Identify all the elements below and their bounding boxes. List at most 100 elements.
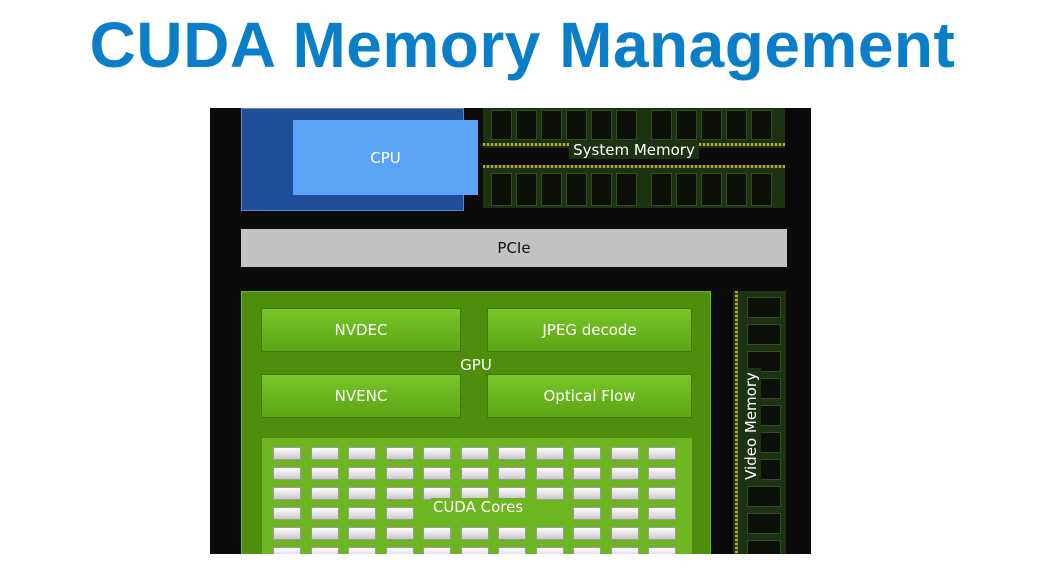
cuda-core: [610, 447, 639, 460]
cuda-core: [573, 487, 601, 500]
cuda-core: [460, 447, 489, 460]
cuda-core: [348, 507, 376, 520]
cuda-core: [648, 487, 676, 500]
memory-chip: [751, 110, 772, 140]
cuda-core: [535, 547, 564, 554]
system-memory-label-wrap: System Memory: [483, 140, 785, 160]
cuda-core: [310, 507, 339, 520]
cuda-core: [460, 527, 489, 540]
cuda-core: [273, 527, 301, 540]
memory-chip: [676, 110, 697, 140]
cuda-core: [385, 547, 414, 554]
system-memory-module-top: [483, 108, 785, 148]
cuda-core: [498, 467, 526, 480]
cpu-label: CPU: [293, 120, 478, 195]
cuda-core: [460, 467, 489, 480]
memory-chip: [701, 173, 722, 206]
cuda-core: [535, 527, 564, 540]
video-memory-chip: [747, 486, 781, 507]
memory-chip: [541, 173, 562, 206]
cuda-cores-block: CUDA Cores: [261, 437, 693, 554]
memory-chip: [591, 110, 612, 140]
memory-chip: [701, 110, 722, 140]
memory-chip: [616, 110, 637, 140]
cuda-core: [310, 467, 339, 480]
cuda-core: [273, 487, 301, 500]
memory-chip: [726, 173, 747, 206]
cuda-core: [423, 547, 451, 554]
cuda-core: [648, 507, 676, 520]
memory-chip: [516, 173, 537, 206]
cuda-core: [460, 547, 489, 554]
cuda-core: [498, 487, 526, 500]
memory-chip: [751, 173, 772, 206]
memory-chip: [651, 173, 672, 206]
memory-chip: [566, 173, 587, 206]
memory-chip: [591, 173, 612, 206]
cuda-core: [310, 487, 339, 500]
nvenc-engine: NVENC: [261, 374, 461, 418]
cuda-core: [460, 487, 489, 500]
architecture-diagram: CPU System Memory PCIe NVDEC JPEG decode…: [210, 108, 811, 554]
cuda-core: [535, 487, 564, 500]
memory-chip: [491, 173, 512, 206]
cuda-core: [498, 527, 526, 540]
cuda-core: [385, 487, 414, 500]
cuda-core: [535, 447, 564, 460]
cuda-core: [573, 467, 601, 480]
cuda-core: [648, 447, 676, 460]
cuda-core: [348, 487, 376, 500]
memory-chip: [651, 110, 672, 140]
cuda-core: [498, 447, 526, 460]
cpu-block: CPU: [241, 108, 478, 211]
memory-chip: [726, 110, 747, 140]
cuda-cores-label: CUDA Cores: [430, 498, 526, 516]
cuda-core: [385, 507, 414, 520]
cuda-core: [610, 467, 639, 480]
memory-chip: [566, 110, 587, 140]
cuda-core: [385, 527, 414, 540]
cuda-core: [310, 527, 339, 540]
cuda-core: [423, 527, 451, 540]
memory-chip: [516, 110, 537, 140]
cuda-core: [348, 527, 376, 540]
memory-chip: [676, 173, 697, 206]
video-memory-chip: [747, 297, 781, 318]
memory-chip: [616, 173, 637, 206]
jpeg-decode-engine: JPEG decode: [487, 308, 692, 352]
gpu-label: GPU: [460, 356, 492, 374]
video-memory-chip: [747, 540, 781, 554]
cuda-core: [385, 447, 414, 460]
cuda-core: [348, 547, 376, 554]
video-memory-chip: [747, 513, 781, 534]
nvdec-engine: NVDEC: [261, 308, 461, 352]
memory-chip: [541, 110, 562, 140]
page-title: CUDA Memory Management: [89, 9, 956, 81]
cuda-core: [573, 547, 601, 554]
cuda-core: [610, 507, 639, 520]
cuda-core: [348, 447, 376, 460]
cuda-core: [535, 467, 564, 480]
cuda-core: [498, 547, 526, 554]
video-memory-chip: [747, 351, 781, 372]
cuda-core: [610, 487, 639, 500]
system-memory-module-bottom: [483, 165, 785, 208]
cuda-core: [310, 447, 339, 460]
cuda-core: [648, 467, 676, 480]
cuda-core: [273, 467, 301, 480]
cuda-core: [348, 467, 376, 480]
cuda-core: [573, 527, 601, 540]
cuda-core: [273, 447, 301, 460]
cuda-core: [273, 547, 301, 554]
cuda-core: [310, 547, 339, 554]
cuda-core: [423, 467, 451, 480]
cuda-core: [648, 527, 676, 540]
memory-contacts: [483, 165, 785, 168]
cuda-core: [573, 507, 601, 520]
cuda-core: [610, 527, 639, 540]
cuda-core: [385, 467, 414, 480]
cuda-core: [273, 507, 301, 520]
video-memory-chip: [747, 324, 781, 345]
system-memory-label: System Memory: [569, 141, 699, 159]
memory-chip: [491, 110, 512, 140]
